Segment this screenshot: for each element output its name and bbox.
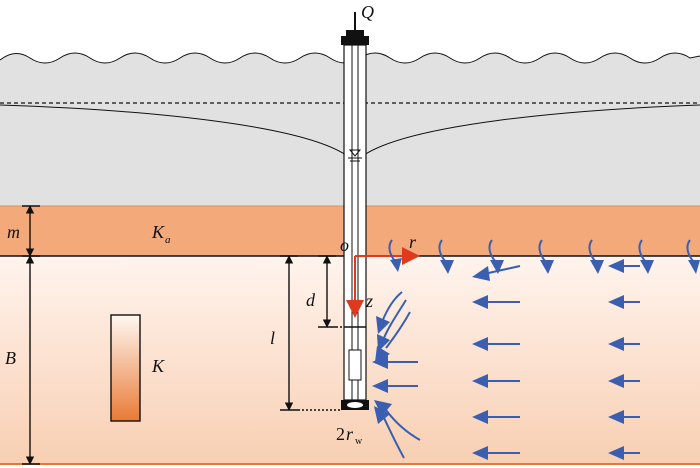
dimension-lines: [22, 205, 344, 465]
aquifer-thickness-label: B: [5, 348, 16, 368]
origin-label: o: [340, 235, 349, 255]
pumping-well: [341, 12, 369, 410]
conductivity-swatch: [110, 314, 141, 422]
radial-axis-label: r: [409, 232, 417, 252]
aquitard-thickness-label: m: [7, 222, 20, 242]
z-axis-arrowhead: [346, 300, 364, 318]
r-axis-arrowhead: [402, 247, 420, 265]
screen-bottom-depth-label: l: [270, 328, 275, 348]
horizontal-flow-arrows: [472, 259, 640, 460]
well-diameter-subscript: w: [355, 436, 363, 447]
aquitard-conductivity-subscript: a: [165, 234, 171, 246]
vertical-axis-label: z: [365, 291, 373, 311]
well-diameter-prefix: 2: [336, 424, 345, 444]
aquifer-conductivity-label: K: [151, 356, 165, 376]
screen-top-depth-label: d: [306, 290, 316, 310]
well-diameter-label: r: [346, 424, 354, 444]
leakage-arrows: [388, 239, 700, 274]
aquitard-conductivity-label: K: [151, 222, 165, 242]
converging-flow-arrows: [372, 291, 421, 459]
pump-rate-label: Q: [361, 2, 374, 22]
drawdown-cone: [0, 104, 700, 156]
water-level-symbol: [348, 149, 362, 162]
